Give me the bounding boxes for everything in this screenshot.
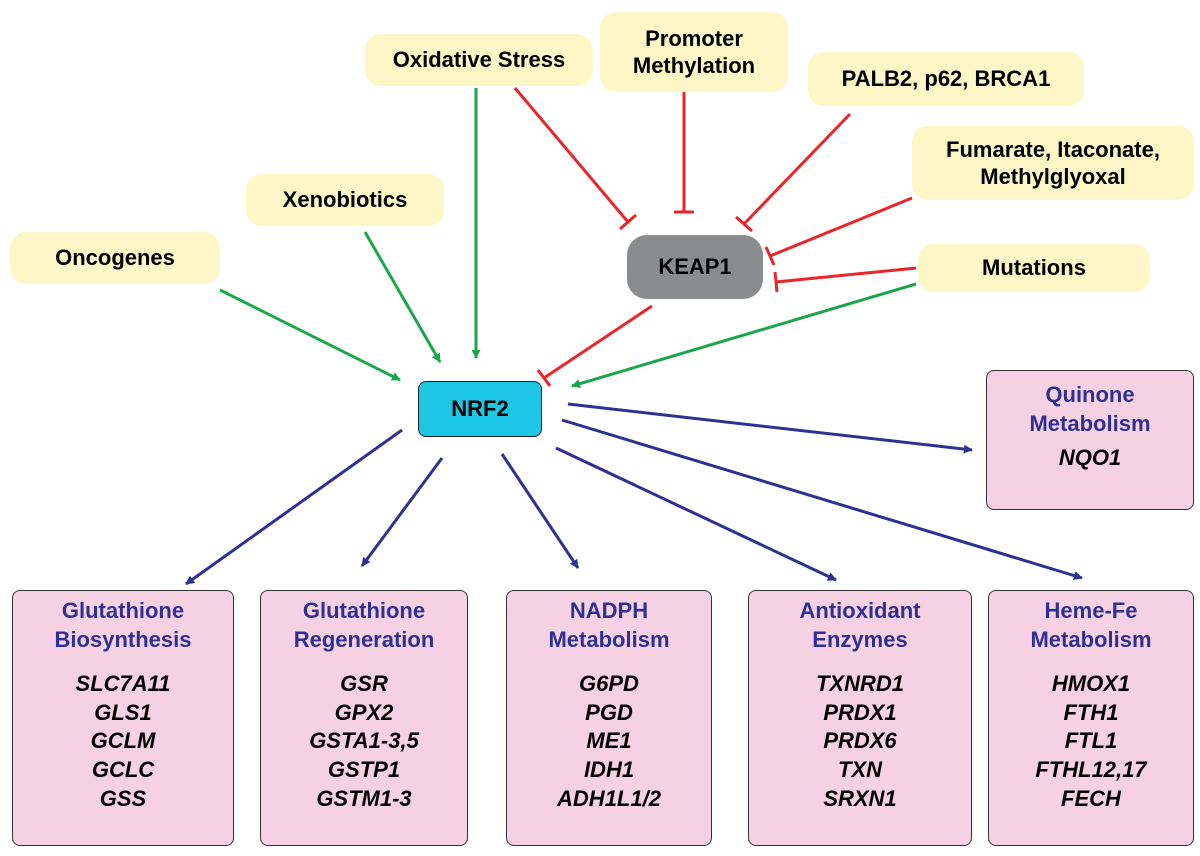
target-title-line1: Quinone	[1045, 382, 1135, 407]
regulator-mutations: Mutations	[918, 244, 1150, 292]
target-title: Quinone Metabolism	[987, 381, 1193, 438]
gene-item: SLC7A11	[75, 671, 171, 697]
activation-arrow-xenobiotics	[363, 231, 442, 363]
target-arrow-nadph	[500, 453, 580, 569]
regulator-palb2-p62-brca1: PALB2, p62, BRCA1	[808, 52, 1084, 106]
regulator-label: Oxidative Stress	[392, 47, 566, 73]
inhibition-arrow-palb2	[742, 112, 852, 226]
target-title-line2: Metabolism	[1030, 626, 1152, 652]
gene-item: PRDX6	[823, 728, 897, 754]
regulator-xenobiotics: Xenobiotics	[246, 174, 444, 226]
target-title-line2: Biosynthesis	[54, 626, 192, 652]
target-arrow-glutathione-biosynthesis	[185, 428, 403, 586]
regulator-label-line1: Fumarate, Itaconate,	[946, 136, 1160, 162]
target-arrow-quinone	[567, 402, 973, 454]
gene-item: NQO1	[1058, 445, 1122, 471]
regulator-label-line1: Promoter	[645, 25, 743, 51]
inhibition-arrows	[513, 87, 917, 387]
target-arrow-glutathione-regeneration	[360, 457, 444, 567]
activation-arrow-mutations	[571, 282, 917, 389]
regulator-label: Mutations	[982, 255, 1086, 281]
gene-item: TXNRD1	[815, 671, 904, 697]
regulator-label: Oncogenes	[55, 245, 175, 271]
target-title: Glutathione Biosynthesis	[13, 597, 233, 654]
gene-item: GSS	[99, 785, 147, 811]
gene-item: SRXN1	[823, 785, 897, 811]
target-arrow-antioxidant	[555, 446, 837, 582]
inhibition-arrow-fumarate	[769, 196, 913, 258]
inhibition-arrow-oxidative-stress	[513, 87, 630, 223]
gene-item: GSTM1-3	[316, 785, 412, 811]
activation-arrows	[219, 88, 917, 389]
target-glutathione-biosynthesis: Glutathione Biosynthesis SLC7A11 GLS1 GC…	[12, 590, 234, 846]
gene-list: NQO1	[987, 444, 1193, 473]
gene-item: GSR	[340, 671, 388, 697]
target-arrow-heme	[561, 418, 1083, 580]
target-title-line1: Antioxidant	[799, 598, 921, 623]
gene-item: FECH	[1061, 785, 1121, 811]
target-antioxidant-enzymes: Antioxidant Enzymes TXNRD1 PRDX1 PRDX6 T…	[748, 590, 972, 846]
target-title-line2: Enzymes	[812, 626, 908, 652]
gene-item: GLS1	[94, 699, 152, 725]
target-title: Antioxidant Enzymes	[749, 597, 971, 654]
regulator-oxidative-stress: Oxidative Stress	[365, 34, 593, 86]
target-heme-fe-metabolism: Heme-Fe Metabolism HMOX1 FTH1 FTL1 FTHL1…	[988, 590, 1194, 846]
gene-item: FTHL12,17	[1035, 756, 1147, 782]
gene-item: GSTA1-3,5	[309, 728, 419, 754]
gene-item: IDH1	[583, 756, 635, 782]
gene-item: FTH1	[1063, 699, 1119, 725]
target-title: NADPH Metabolism	[507, 597, 711, 654]
gene-item: PGD	[585, 699, 633, 725]
target-title-line2: Regeneration	[293, 626, 435, 652]
regulator-label-line2: Methylation	[632, 53, 756, 78]
regulator-label: Xenobiotics	[282, 187, 408, 213]
inhibition-bar-palb2	[735, 215, 753, 233]
gene-list: SLC7A11 GLS1 GCLM GCLC GSS	[13, 670, 233, 813]
regulator-oncogenes: Oncogenes	[10, 232, 220, 284]
nrf2-node: NRF2	[418, 381, 542, 437]
target-quinone-metabolism: Quinone Metabolism NQO1	[986, 370, 1194, 510]
target-title-line2: Metabolism	[1029, 410, 1151, 436]
gene-item: G6PD	[579, 671, 639, 697]
gene-item: HMOX1	[1051, 671, 1131, 697]
target-nadph-metabolism: NADPH Metabolism G6PD PGD ME1 IDH1 ADH1L…	[506, 590, 712, 846]
inhibition-bar-oxidative-stress	[619, 213, 637, 231]
gene-list: TXNRD1 PRDX1 PRDX6 TXN SRXN1	[749, 670, 971, 813]
target-title-line1: Heme-Fe	[1044, 598, 1138, 623]
target-title: Heme-Fe Metabolism	[989, 597, 1193, 654]
activation-arrow-oncogenes	[219, 288, 401, 382]
gene-item: ADH1L1/2	[557, 785, 661, 811]
target-glutathione-regeneration: Glutathione Regeneration GSR GPX2 GSTA1-…	[260, 590, 468, 846]
inhibition-bar-keap1-nrf2	[536, 369, 552, 387]
regulator-fumarate-itaconate-methylglyoxal: Fumarate, Itaconate, Methylglyoxal	[912, 126, 1194, 200]
inhibition-arrow-mutations	[775, 266, 917, 284]
gene-list: G6PD PGD ME1 IDH1 ADH1L1/2	[507, 670, 711, 813]
inhibition-arrow-keap1-nrf2	[543, 304, 653, 380]
target-title-line1: NADPH	[569, 598, 649, 623]
regulator-promoter-methylation: Promoter Methylation	[600, 12, 788, 92]
gene-item: GPX2	[334, 699, 394, 725]
gene-item: GSTP1	[327, 756, 401, 782]
keap1-node: KEAP1	[627, 235, 763, 299]
gene-item: TXN	[838, 756, 882, 782]
target-title: Glutathione Regeneration	[261, 597, 467, 654]
gene-list: GSR GPX2 GSTA1-3,5 GSTP1 GSTM1-3	[261, 670, 467, 813]
regulator-label-line2: Methylglyoxal	[980, 164, 1126, 189]
keap1-label: KEAP1	[658, 254, 732, 280]
target-title-line2: Metabolism	[548, 626, 670, 652]
gene-item: PRDX1	[823, 699, 897, 725]
target-title-line1: Glutathione	[61, 598, 185, 623]
gene-list: HMOX1 FTH1 FTL1 FTHL12,17 FECH	[989, 670, 1193, 813]
gene-item: GCLC	[91, 756, 155, 782]
target-arrows	[185, 402, 1083, 586]
inhibition-bar-fumarate	[764, 246, 776, 266]
regulator-label: PALB2, p62, BRCA1	[841, 66, 1051, 92]
gene-item: FTL1	[1064, 728, 1118, 754]
target-title-line1: Glutathione	[302, 598, 426, 623]
gene-item: GCLM	[90, 728, 156, 754]
inhibition-bar-mutations	[773, 271, 779, 293]
gene-item: ME1	[586, 728, 632, 754]
nrf2-label: NRF2	[451, 396, 509, 422]
